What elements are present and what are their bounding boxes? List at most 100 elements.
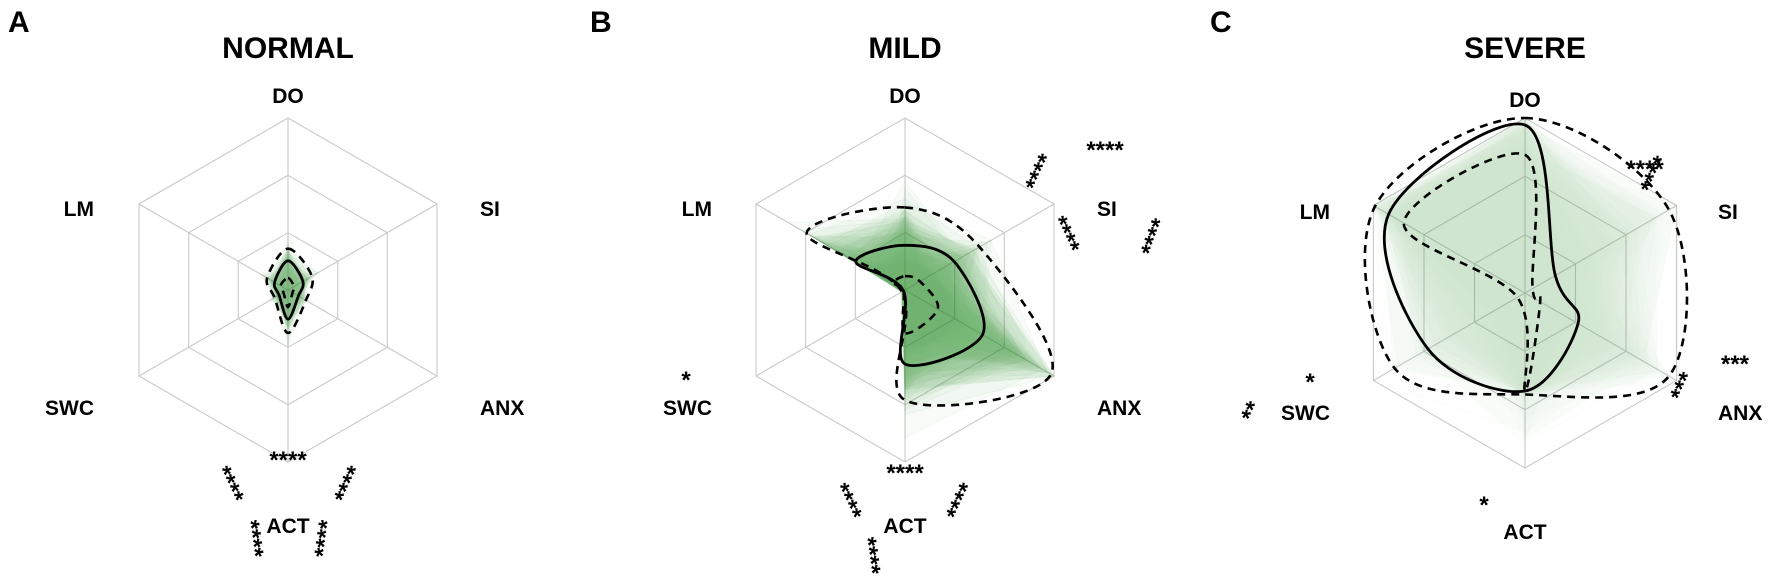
profile-polygon — [880, 236, 988, 388]
significance-marker: **** — [1086, 137, 1124, 164]
significance-marker: **** — [886, 460, 924, 487]
lower-quartile-line — [1402, 152, 1542, 393]
profile-polygon — [276, 254, 311, 327]
profile-polygon — [270, 277, 303, 317]
significance-marker: * — [1305, 369, 1315, 396]
profile-polygon — [814, 220, 1033, 364]
radar-panel-b: BMILDDOSIANXACTSWCLM********************… — [590, 6, 1174, 577]
axis-spoke — [287, 203, 438, 291]
axis-label-lm: LM — [64, 198, 94, 221]
profile-polygon — [268, 267, 308, 330]
profile-polygon — [799, 219, 1026, 398]
profile-polygon — [821, 239, 1048, 390]
profile-polygon — [276, 251, 296, 323]
profile-polygon — [272, 266, 302, 312]
profile-polygon — [271, 254, 308, 315]
significance-marker: **** — [269, 447, 307, 474]
panel-title: MILD — [868, 32, 941, 65]
profile-polygon — [858, 262, 953, 351]
axis-spoke — [1373, 205, 1526, 294]
profile-polygon — [270, 274, 310, 315]
axis-label-si: SI — [1718, 201, 1738, 224]
profile-polygon — [887, 270, 976, 374]
profile-polygon — [261, 272, 306, 316]
lower-quartile-line — [279, 276, 296, 309]
profile-polygon — [786, 218, 946, 392]
axis-label-do: DO — [889, 85, 921, 108]
significance-marker: *** — [1721, 351, 1750, 378]
profile-polygon — [820, 241, 1051, 374]
axis-label-swc: SWC — [45, 397, 94, 420]
profile-polygon — [883, 230, 960, 396]
profile-polygon — [859, 229, 1031, 375]
profile-polygon — [810, 234, 1042, 382]
profile-polygon — [886, 215, 986, 368]
significance-marker: **** — [1136, 215, 1174, 260]
profile-polygon — [279, 260, 310, 319]
profile-polygon — [267, 274, 307, 316]
upper-quartile-line — [265, 247, 314, 335]
significance-marker: **** — [236, 519, 268, 560]
axis-label-act: ACT — [1503, 521, 1546, 544]
panel-letter: B — [590, 6, 612, 39]
profile-polygon — [835, 250, 968, 391]
axis-label-do: DO — [272, 85, 304, 108]
profile-polygon — [823, 231, 1026, 411]
axis-label-swc: SWC — [663, 397, 712, 420]
significance-marker: **** — [827, 479, 868, 525]
axis-label-do: DO — [1509, 89, 1541, 112]
panel-letter: A — [8, 6, 30, 39]
profile-polygon — [835, 216, 1041, 372]
profile-polygon — [818, 239, 1020, 400]
profile-polygon — [274, 258, 319, 324]
profile-cloud — [259, 233, 320, 347]
profile-polygon — [260, 269, 299, 326]
profile-polygon — [270, 272, 301, 344]
profile-polygon — [275, 249, 308, 324]
axis-label-swc: SWC — [1281, 402, 1330, 425]
profile-polygon — [843, 254, 1020, 356]
axis-spoke — [287, 289, 438, 377]
axis-spoke — [1524, 205, 1677, 294]
axis-spoke — [1373, 292, 1526, 381]
axis-spoke — [755, 289, 906, 377]
panel-title: NORMAL — [222, 32, 354, 65]
profile-polygon — [834, 245, 1055, 416]
profile-polygon — [276, 276, 308, 331]
axis-label-act: ACT — [883, 515, 926, 538]
profile-polygon — [810, 234, 1008, 369]
profile-polygon — [845, 246, 951, 344]
panel-title: SEVERE — [1464, 32, 1586, 65]
profile-polygon — [277, 270, 316, 327]
axis-label-anx: ANX — [1097, 397, 1141, 420]
profile-polygon — [276, 246, 300, 322]
upper-quartile-line — [805, 205, 1054, 407]
axis-spoke — [138, 289, 289, 377]
profile-polygon — [836, 228, 1056, 390]
profile-polygon — [270, 275, 298, 315]
profile-polygon — [270, 249, 300, 312]
upper-quartile-line — [1363, 116, 1689, 399]
axis-spoke — [904, 289, 1055, 377]
profile-polygon — [886, 246, 1023, 360]
profile-polygon — [272, 265, 297, 312]
profile-polygon — [807, 198, 979, 381]
axis-label-si: SI — [480, 198, 500, 221]
profile-polygon — [846, 255, 1037, 395]
profile-polygon — [832, 248, 1055, 388]
profile-polygon — [820, 209, 1049, 373]
axis-label-anx: ANX — [480, 397, 524, 420]
profile-polygon — [836, 219, 1050, 374]
significance-marker: ** — [1236, 397, 1269, 426]
profile-polygon — [279, 256, 300, 325]
profile-polygon — [269, 270, 307, 332]
profile-polygon — [831, 224, 962, 361]
profile-polygon — [268, 260, 302, 328]
profile-polygon — [268, 270, 313, 319]
radar-panel-a: ANORMALDOSIANXACTSWCLM******************… — [8, 6, 524, 560]
axis-label-lm: LM — [682, 198, 712, 221]
significance-marker: **** — [329, 462, 370, 508]
profile-polygon — [262, 250, 303, 312]
